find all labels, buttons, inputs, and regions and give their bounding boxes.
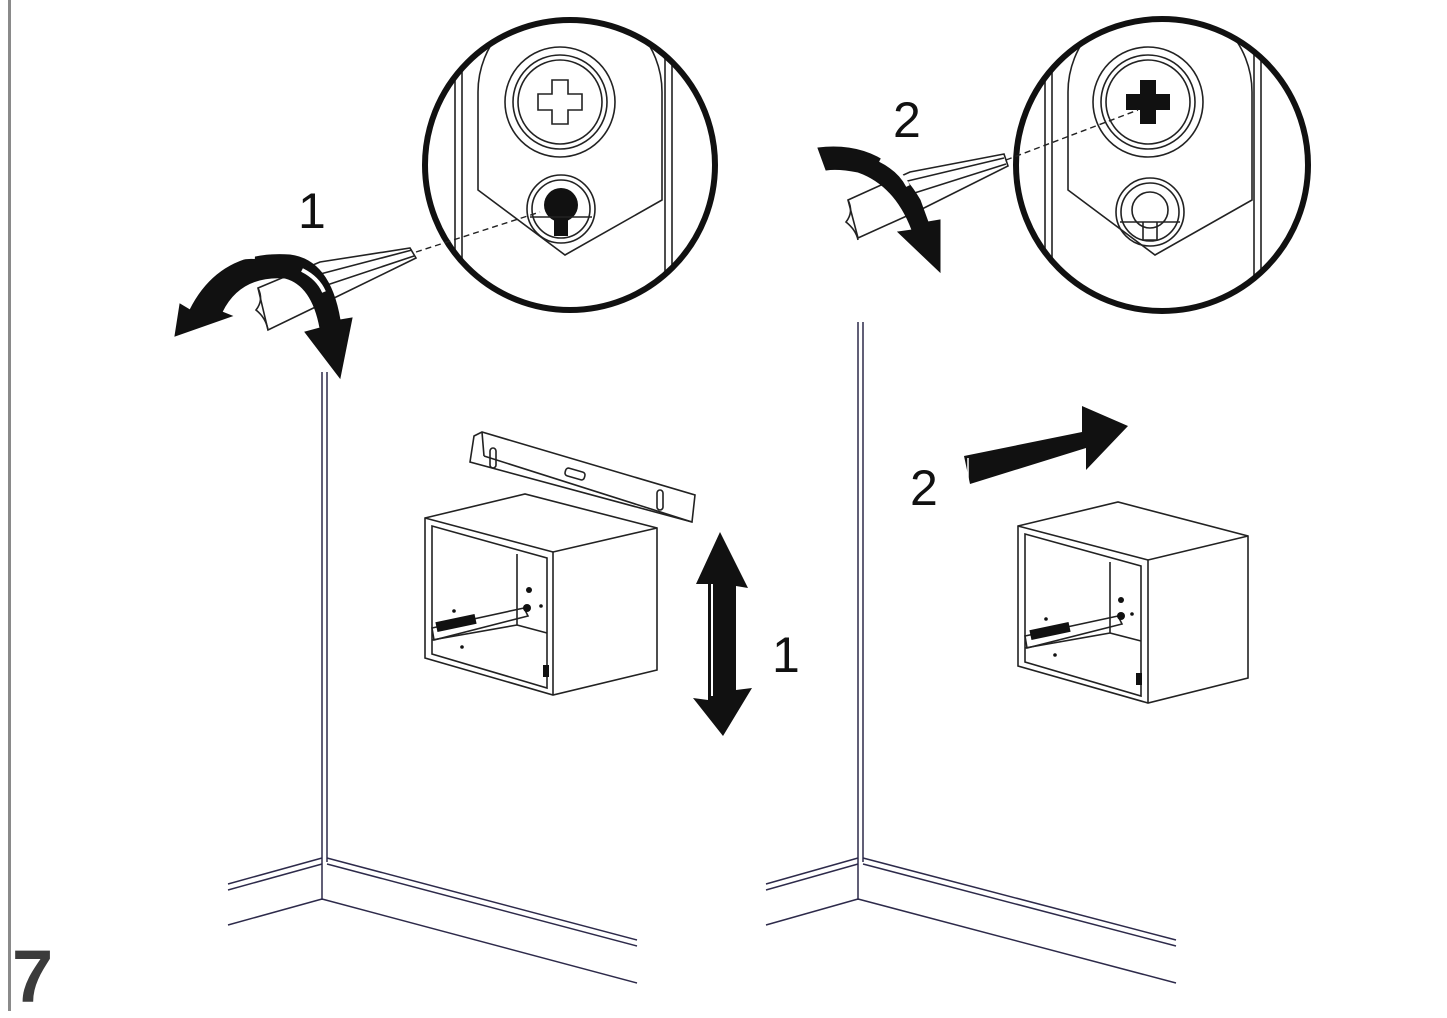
right-panel: 2 2 bbox=[765, 16, 1311, 984]
right-cabinet bbox=[1017, 501, 1249, 704]
vertical-adjust-arrow bbox=[693, 532, 752, 736]
right-screwdriver bbox=[844, 109, 1139, 241]
left-cabinet bbox=[424, 493, 658, 696]
left-rotate-arrow bbox=[174, 252, 353, 380]
right-wall-corner bbox=[765, 322, 1177, 984]
left-panel: 1 1 bbox=[174, 17, 800, 984]
spirit-level bbox=[469, 431, 696, 524]
horizontal-adjust-arrow bbox=[964, 406, 1128, 484]
left-wall-corner bbox=[227, 372, 638, 984]
right-turn-label: 2 bbox=[893, 92, 921, 148]
left-move-label: 1 bbox=[772, 627, 800, 683]
right-move-label: 2 bbox=[910, 460, 938, 516]
step-number: 7 bbox=[12, 935, 54, 1018]
page-margin-bar bbox=[8, 0, 11, 1011]
right-magnifier bbox=[1013, 16, 1311, 314]
left-screwdriver bbox=[254, 211, 541, 332]
left-turn-label: 1 bbox=[298, 183, 326, 239]
right-rotate-arrow bbox=[817, 146, 941, 274]
left-magnifier bbox=[422, 17, 718, 313]
